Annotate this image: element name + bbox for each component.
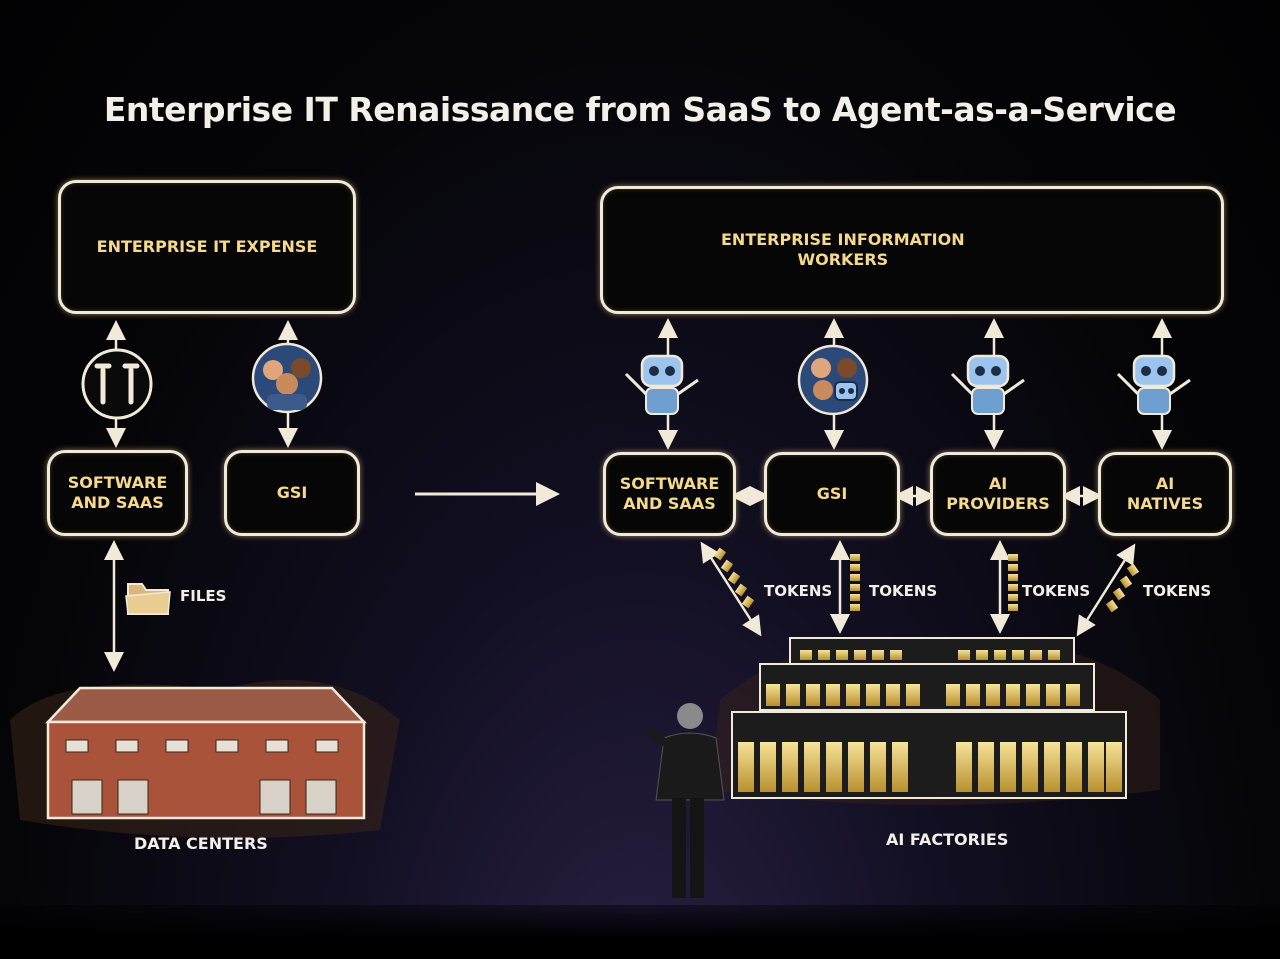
software-saas-label-right: SOFTWARE AND SAAS: [619, 474, 720, 513]
server-rack-icon: [710, 637, 1160, 805]
ai-natives-box: AI NATIVES: [1098, 452, 1232, 536]
people-icon: [797, 344, 869, 416]
software-saas-box-left: SOFTWARE AND SAAS: [47, 450, 188, 536]
gsi-label-left: GSI: [276, 483, 308, 502]
robot-icon: [950, 354, 1025, 415]
robot-icon: [624, 354, 699, 415]
software-saas-box-right: SOFTWARE AND SAAS: [603, 452, 736, 536]
tokens-label-3: TOKENS: [1022, 582, 1091, 600]
ai-providers-label: AI PROVIDERS: [946, 474, 1050, 513]
tokens-label-1: TOKENS: [764, 582, 833, 600]
files-label: FILES: [180, 587, 227, 605]
audience-silhouettes: [0, 905, 1280, 959]
ai-providers-box: AI PROVIDERS: [930, 452, 1066, 536]
ai-factories-label: AI FACTORIES: [886, 830, 1009, 849]
tokens-label-4: TOKENS: [1143, 582, 1212, 600]
gsi-box-left: GSI: [224, 450, 360, 536]
wrench-icon: [81, 348, 153, 420]
tokens-label-2: TOKENS: [869, 582, 938, 600]
enterprise-it-expense-box: ENTERPRISE IT EXPENSE: [58, 180, 356, 314]
gsi-box-right: GSI: [764, 452, 900, 536]
slide-title: Enterprise IT Renaissance from SaaS to A…: [103, 90, 1177, 129]
presenter-figure: [646, 703, 725, 898]
enterprise-information-workers-label: ENTERPRISE INFORMATION WORKERS: [721, 230, 965, 269]
enterprise-information-workers-box: ENTERPRISE INFORMATION WORKERS: [600, 186, 1224, 314]
data-centers-label: DATA CENTERS: [134, 834, 268, 853]
folder-icon: [125, 583, 171, 615]
software-saas-label-left: SOFTWARE AND SAAS: [67, 473, 168, 512]
people-icon: [251, 342, 323, 414]
gsi-label-right: GSI: [816, 484, 848, 503]
ai-natives-label: AI NATIVES: [1126, 474, 1204, 513]
enterprise-it-expense-label: ENTERPRISE IT EXPENSE: [96, 237, 318, 256]
data-center-icon: [10, 680, 400, 838]
robot-icon: [1116, 354, 1191, 415]
token-chips: [713, 547, 1140, 613]
